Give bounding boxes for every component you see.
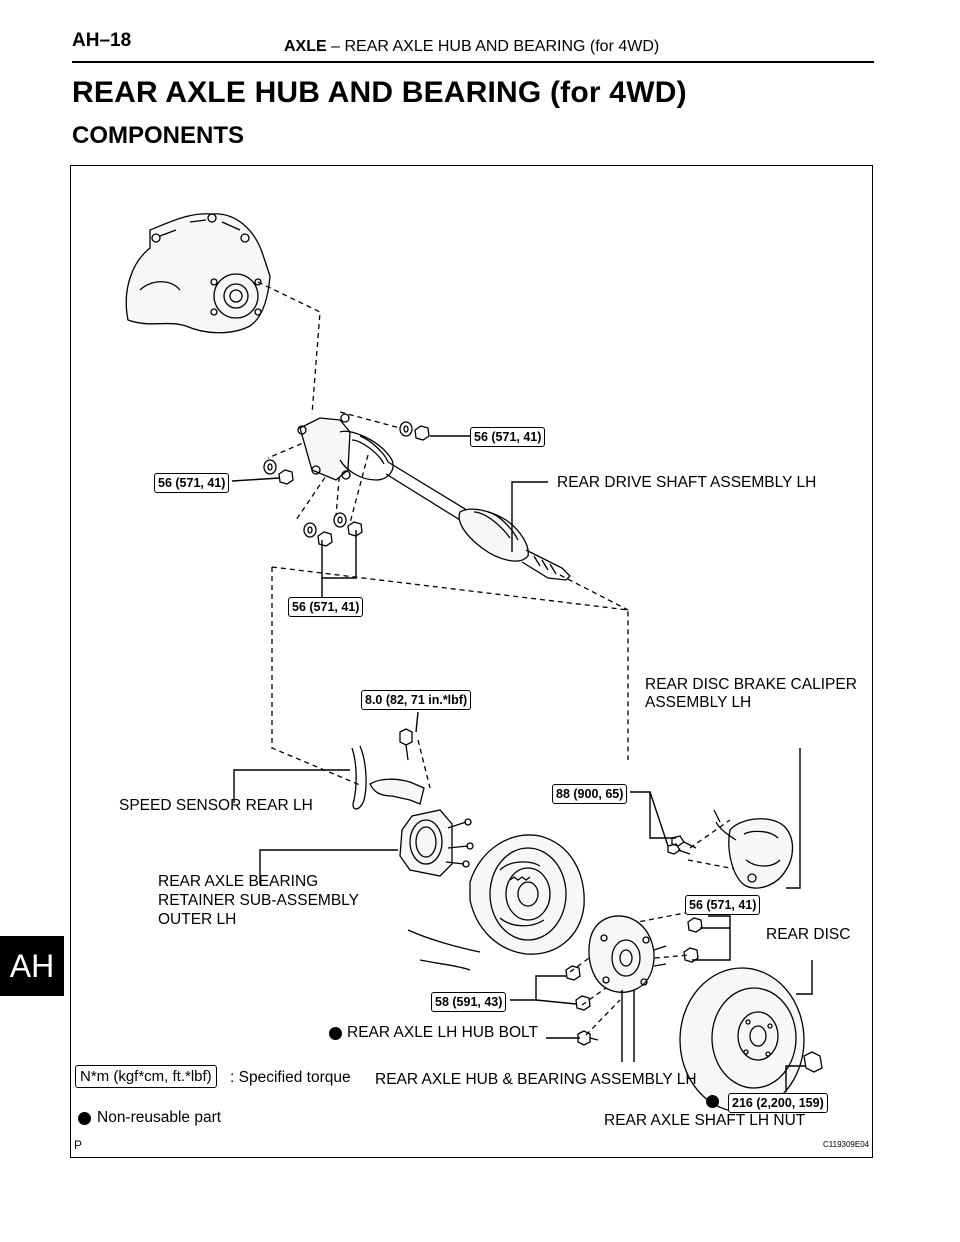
torque-box-5: 88 (900, 65) <box>552 784 628 804</box>
legend-torque-box: N*m (kgf*cm, ft.*lbf) <box>75 1065 217 1088</box>
label-caliper-line1: REAR DISC BRAKE CALIPER <box>645 676 857 693</box>
bearing-retainer-drawing <box>399 809 474 877</box>
label-caliper-line2: ASSEMBLY LH <box>645 694 752 711</box>
torque-box-4: 8.0 (82, 71 in.*lbf) <box>361 690 472 710</box>
torque-box-6: 56 (571, 41) <box>685 895 761 915</box>
torque-box-7: 58 (591, 43) <box>431 992 507 1012</box>
page-title: REAR AXLE HUB AND BEARING (for 4WD) <box>72 76 687 109</box>
legend-nonreusable-text: Non-reusable part <box>97 1109 222 1126</box>
figure-frame <box>70 165 873 1158</box>
torque-box-1: 56 (571, 41) <box>470 427 546 447</box>
torque-box-2: 56 (571, 41) <box>154 473 230 493</box>
backing-plate-drawing <box>407 834 585 971</box>
figure-corner-p: P <box>74 1138 83 1152</box>
label-retainer-line3: OUTER LH <box>158 911 237 928</box>
label-hub-bolt: REAR AXLE LH HUB BOLT <box>347 1024 538 1041</box>
legend-nonreusable-dot <box>78 1112 91 1125</box>
header-section: AXLE <box>284 38 327 55</box>
header-title: AXLE – REAR AXLE HUB AND BEARING (for 4W… <box>284 38 659 56</box>
header-page-number: AH–18 <box>72 30 132 51</box>
caliper-bolts <box>667 835 697 855</box>
header-separator: – <box>331 38 341 55</box>
label-rear-disc: REAR DISC <box>766 926 851 943</box>
legend-torque-text: : Specified torque <box>230 1069 351 1086</box>
speed-sensor-drawing <box>351 728 425 810</box>
hub-bearing-drawing <box>588 915 667 993</box>
leader-lines <box>231 435 813 1092</box>
nonreusable-dot-hub-bolt <box>329 1027 342 1040</box>
torque-box-8: 216 (2,200, 159) <box>728 1093 828 1113</box>
label-hub-bearing: REAR AXLE HUB & BEARING ASSEMBLY LH <box>375 1071 697 1088</box>
label-shaft-nut: REAR AXLE SHAFT LH NUT <box>604 1112 806 1129</box>
shaft-fasteners <box>263 421 430 547</box>
section-title: COMPONENTS <box>72 122 245 149</box>
nonreusable-dot-shaft-nut <box>706 1095 719 1108</box>
label-retainer-line2: RETAINER SUB-ASSEMBLY <box>158 892 359 909</box>
label-speed-sensor: SPEED SENSOR REAR LH <box>119 797 313 814</box>
label-retainer-line1: REAR AXLE BEARING <box>158 873 319 890</box>
torque-box-3: 56 (571, 41) <box>288 597 364 617</box>
drive-shaft-drawing <box>297 413 571 581</box>
header-subtitle: REAR AXLE HUB AND BEARING (for 4WD) <box>344 38 660 55</box>
figure-code: C119309E04 <box>823 1140 870 1149</box>
rear-disc-drawing <box>679 967 805 1113</box>
caliper-drawing <box>713 809 794 889</box>
label-rear-drive-shaft: REAR DRIVE SHAFT ASSEMBLY LH <box>557 474 817 491</box>
differential-carrier-drawing <box>125 213 271 334</box>
header-rule <box>72 61 874 63</box>
side-tab: AH <box>0 936 64 996</box>
